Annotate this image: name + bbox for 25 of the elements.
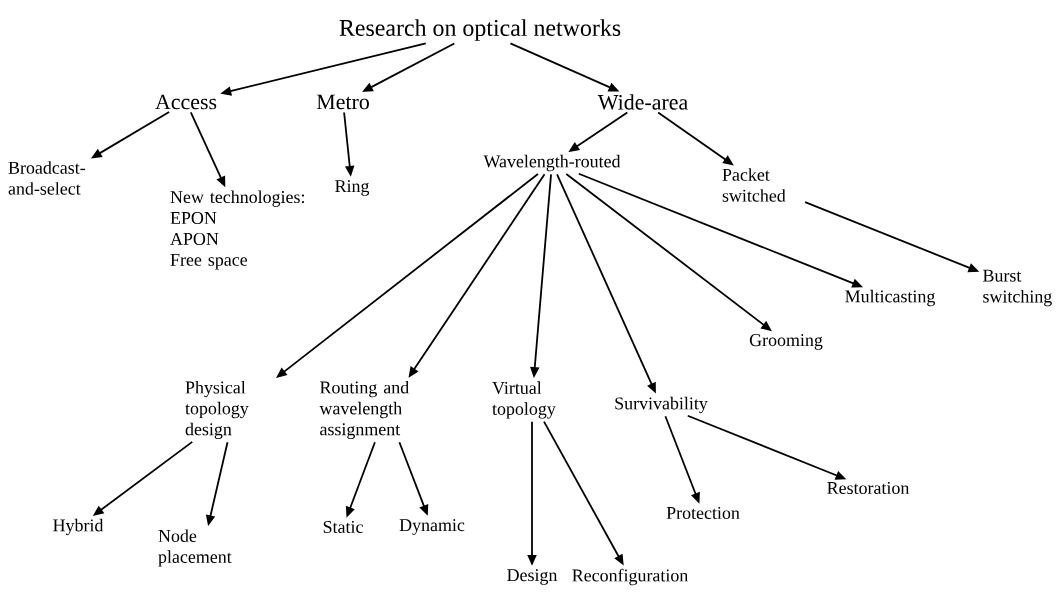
node-label: Reconfiguration bbox=[572, 568, 688, 586]
node-label: Dynamic bbox=[399, 519, 465, 535]
node-label: Hybrid bbox=[53, 518, 104, 536]
node-label: Access bbox=[155, 94, 217, 110]
node-label: Physical topology design bbox=[185, 380, 249, 440]
node-label: Ring bbox=[335, 180, 370, 196]
node-label: Design bbox=[507, 569, 558, 585]
node-label: Metro bbox=[316, 94, 369, 110]
node-label: New technologies: EPON APON Free space bbox=[170, 190, 304, 270]
node-label: Node placement bbox=[158, 529, 232, 567]
node-label: Grooming bbox=[749, 334, 823, 350]
node-label: Protection bbox=[666, 506, 740, 519]
node-label: Routing and wavelength assignment bbox=[319, 380, 409, 440]
node-label: Static bbox=[323, 520, 363, 533]
node-label: Burst switching bbox=[983, 269, 1052, 307]
node-label: Wide-area bbox=[597, 94, 688, 110]
node-label: Multicasting bbox=[845, 289, 935, 307]
node-label: Survivability bbox=[615, 396, 708, 414]
node-label: Research on optical networks bbox=[339, 19, 621, 41]
node-label: Restoration bbox=[827, 481, 910, 494]
node-label: Broadcast-and-select bbox=[8, 161, 86, 195]
node-label: Wavelength-routed bbox=[483, 154, 621, 172]
node-label: Packet switched bbox=[722, 168, 786, 202]
arrow bbox=[276, 173, 539, 378]
node-label: Virtual topology bbox=[492, 381, 556, 419]
